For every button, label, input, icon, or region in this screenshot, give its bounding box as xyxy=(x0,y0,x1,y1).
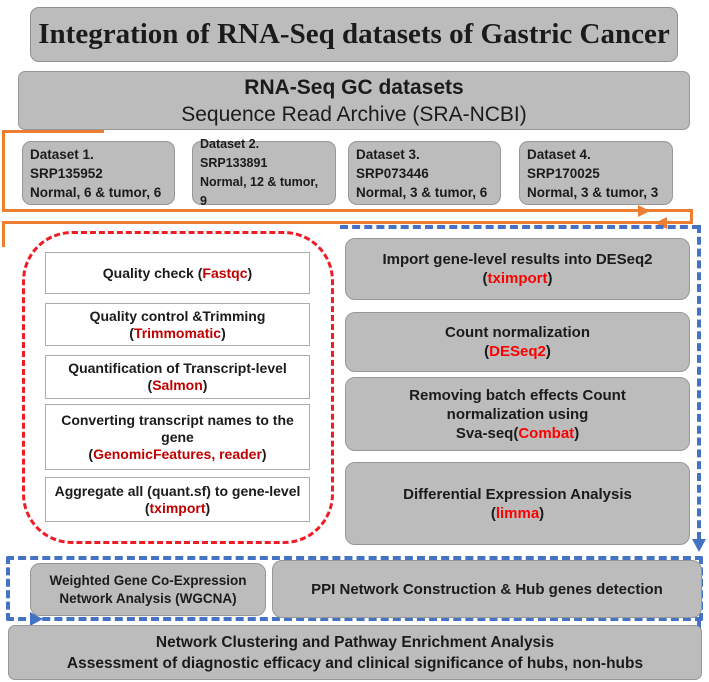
dataset-2-accession: SRP133891 xyxy=(200,156,268,170)
dataset-4-accession: SRP170025 xyxy=(527,165,600,181)
step-text: Aggregate all (quant.sf) to gene-level xyxy=(54,482,301,499)
step-text: ) xyxy=(205,499,211,516)
diagram-title: Integration of RNA-Seq datasets of Gastr… xyxy=(30,7,678,62)
step-text: ( xyxy=(490,504,496,522)
step-quantification: Quantification of Transcript-level (Salm… xyxy=(45,355,310,399)
dataset-2-box: Dataset 2. SRP133891 Normal, 12 & tumor,… xyxy=(192,137,336,208)
orange-connector-bottom1 xyxy=(2,209,693,212)
step-text: ) xyxy=(539,504,545,522)
tool-name: tximport xyxy=(487,270,548,287)
step-text: ) xyxy=(202,377,208,393)
dataset-2-samples: Normal, 12 & tumor, 9 xyxy=(200,175,319,208)
dataset-4-name: Dataset 4. xyxy=(527,146,591,162)
tool-name: tximport xyxy=(149,499,206,516)
step-text: Differential Expression Analysis xyxy=(403,485,632,503)
dataset-3-box: Dataset 3. SRP073446 Normal, 3 & tumor, … xyxy=(348,141,501,205)
dataset-3-name: Dataset 3. xyxy=(356,146,420,162)
step-batch-effects: Removing batch effects Count normalizati… xyxy=(345,377,690,451)
step-text: ( xyxy=(144,499,150,516)
step-converting-names: Converting transcript names to the gene … xyxy=(45,404,310,470)
blue-connector-right xyxy=(697,225,701,540)
wgcna-box: Weighted Gene Co-Expression Network Anal… xyxy=(30,563,266,616)
step-aggregate: Aggregate all (quant.sf) to gene-level (… xyxy=(45,477,310,522)
orange-arrow-right-icon xyxy=(638,205,650,217)
step-text: Quality check ( xyxy=(102,264,203,281)
dataset-1-samples: Normal, 6 & tumor, 6 xyxy=(30,184,162,200)
dataset-4-box: Dataset 4. SRP170025 Normal, 3 & tumor, … xyxy=(519,141,673,205)
final-analysis-box: Network Clustering and Pathway Enrichmen… xyxy=(8,625,702,680)
step-text: ) xyxy=(261,445,267,462)
tool-name: Combat xyxy=(518,424,575,442)
orange-connector-left-stub xyxy=(2,221,5,247)
tool-name: Fastqc xyxy=(202,264,248,281)
dataset-2-name: Dataset 2. xyxy=(200,137,260,151)
step-text: Converting transcript names to the xyxy=(61,411,294,428)
final-line2: Assessment of diagnostic efficacy and cl… xyxy=(66,654,644,672)
step-text: Import gene-level results into DESeq2 xyxy=(382,251,653,268)
step-text: gene xyxy=(161,428,194,445)
tool-name: Trimmomatic xyxy=(133,324,222,341)
step-count-normalization: Count normalization (DESeq2) xyxy=(345,312,690,372)
step-text: Removing batch effects Count xyxy=(409,386,626,404)
dataset-4-samples: Normal, 3 & tumor, 3 xyxy=(527,184,659,200)
orange-connector-right xyxy=(690,209,693,224)
dataset-1-name: Dataset 1. xyxy=(30,146,94,162)
step-text: Quality control &Trimming xyxy=(89,307,266,324)
tool-name: GenomicFeatures, reader xyxy=(93,445,262,462)
blue-arrow-down-icon xyxy=(692,539,706,552)
dataset-1-accession: SRP135952 xyxy=(30,165,103,181)
orange-connector-top-stub xyxy=(2,130,104,133)
step-text: normalization using xyxy=(446,405,589,423)
ppi-label: PPI Network Construction & Hub genes det… xyxy=(311,580,663,598)
step-import-deseq2: Import gene-level results into DESeq2 (t… xyxy=(345,238,690,300)
step-text: Quantification of Transcript-level xyxy=(68,360,287,376)
step-text: ) xyxy=(545,343,551,360)
tool-name: Salmon xyxy=(152,377,203,393)
step-quality-check: Quality check (Fastqc) xyxy=(45,252,310,294)
step-text: Sva-seq( xyxy=(455,424,519,442)
data-source-box: RNA-Seq GC datasets Sequence Read Archiv… xyxy=(18,71,690,130)
wgcna-line2: Network Analysis (WGCNA) xyxy=(59,590,237,606)
step-text: ( xyxy=(129,324,134,341)
step-text: ) xyxy=(221,324,226,341)
tool-name: limma xyxy=(495,504,540,522)
step-text: ( xyxy=(484,343,490,360)
dataset-3-accession: SRP073446 xyxy=(356,165,429,181)
step-text: ( xyxy=(88,445,94,462)
dataset-3-samples: Normal, 3 & tumor, 6 xyxy=(356,184,488,200)
step-text: ) xyxy=(574,424,580,442)
tool-name: DESeq2 xyxy=(489,343,546,360)
step-text: Count normalization xyxy=(445,324,590,341)
ppi-box: PPI Network Construction & Hub genes det… xyxy=(272,560,702,618)
step-text: ( xyxy=(482,270,488,287)
wgcna-line1: Weighted Gene Co-Expression xyxy=(49,572,247,588)
source-line2: Sequence Read Archive (SRA-NCBI) xyxy=(181,102,527,126)
blue-connector-top xyxy=(340,225,700,229)
step-quality-control-trimming: Quality control &Trimming (Trimmomatic) xyxy=(45,303,310,346)
orange-connector-left xyxy=(2,130,5,212)
step-differential-expression: Differential Expression Analysis (limma) xyxy=(345,462,690,545)
dataset-1-box: Dataset 1. SRP135952 Normal, 6 & tumor, … xyxy=(22,141,175,205)
orange-connector-bottom2 xyxy=(2,221,693,224)
final-line1: Network Clustering and Pathway Enrichmen… xyxy=(155,633,555,651)
step-text: ) xyxy=(247,264,253,281)
step-text: ( xyxy=(147,377,153,393)
step-text: ) xyxy=(547,270,553,287)
source-line1: RNA-Seq GC datasets xyxy=(244,75,464,99)
left-pipeline-outline xyxy=(22,231,334,544)
